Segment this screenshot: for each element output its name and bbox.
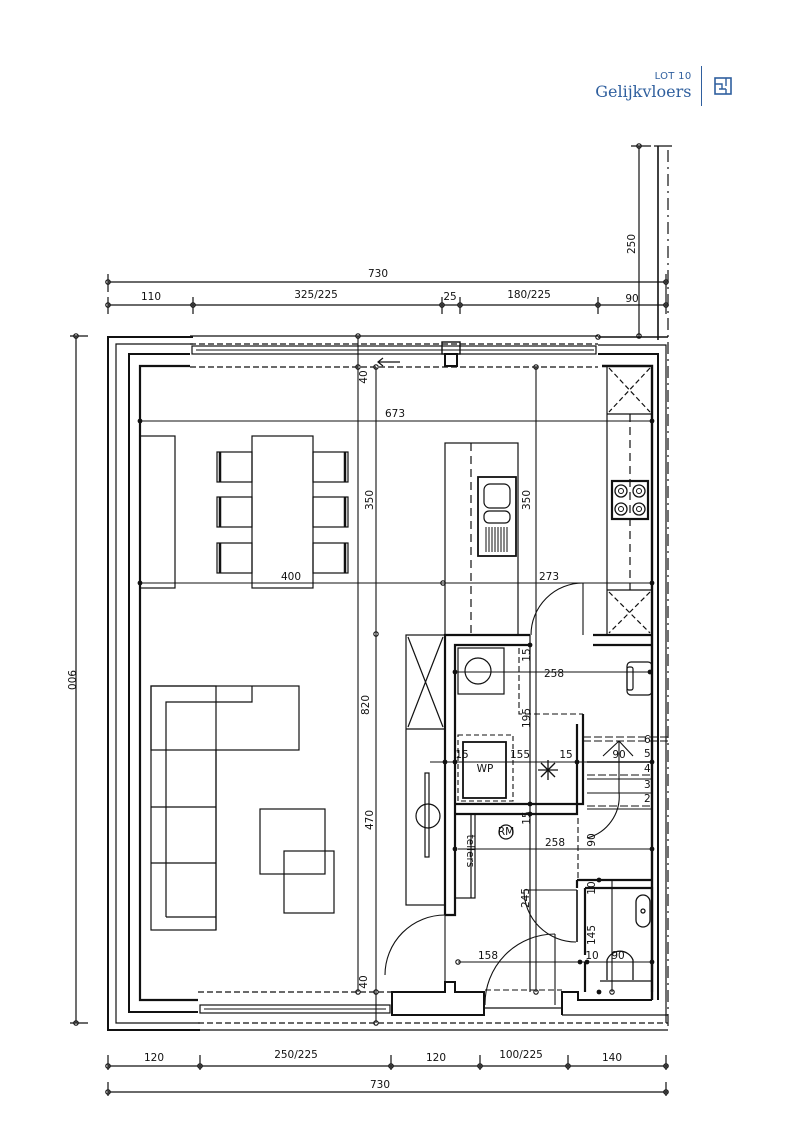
corner-sofa <box>150 685 300 931</box>
meters-label: tellers <box>464 835 476 868</box>
cooktop-icon <box>610 479 650 521</box>
freezer-icon <box>538 760 558 780</box>
washing-machine <box>457 647 505 695</box>
header-divider <box>700 66 702 106</box>
dim-entry-245: 245 <box>520 888 532 908</box>
smoke-detector-icon <box>498 824 514 840</box>
dim-hall-wall: 15 <box>521 811 533 824</box>
meter-cabinet <box>454 813 476 899</box>
dim-bottom-seg-4: 100/225 <box>499 1049 543 1061</box>
sink-icon <box>477 476 517 557</box>
right-dimensions <box>631 143 672 1030</box>
stair-step-3: 3 <box>644 779 651 791</box>
dim-bottom-seg-2: 250/225 <box>274 1049 318 1061</box>
dim-top-seg-1: 110 <box>141 291 161 303</box>
dimension-dots <box>137 418 655 995</box>
dim-depth-820: 820 <box>360 695 372 715</box>
stair-step-2: 2 <box>644 793 651 805</box>
dim-utility-155: 155 <box>510 749 530 761</box>
closet-door <box>523 889 578 943</box>
kitchen-door <box>530 582 584 636</box>
dim-hall-door-90: 90 <box>586 833 598 846</box>
coffee-tables <box>259 808 335 914</box>
front-door <box>484 933 562 1006</box>
dim-top-seg-5: 90 <box>625 293 638 305</box>
dim-utility-wall-top: 15 <box>521 648 533 661</box>
kitchen-counter <box>606 365 653 636</box>
dim-wc-wall-10: 10 <box>586 881 598 894</box>
left-dimension <box>70 333 88 1026</box>
heat-pump-label: WP <box>477 763 494 775</box>
interior-walls <box>443 633 654 992</box>
dim-wc-wall-10b: 10 <box>585 950 598 962</box>
smoke-detector-label: RM <box>498 826 514 838</box>
dim-left-900: 900 <box>65 670 77 690</box>
stair-step-6: 6 <box>644 734 651 746</box>
sideboard <box>139 435 176 589</box>
heat-pump-unit <box>457 734 514 802</box>
dim-wc-145: 145 <box>586 925 598 945</box>
dim-utility-195: 195 <box>521 708 533 728</box>
dim-top-seg-3: 25 <box>443 291 456 303</box>
dim-bottom-seg-5: 140 <box>602 1052 622 1064</box>
plan-header: LOT 10 Gelijkvloers <box>595 66 732 106</box>
dim-dining-400: 400 <box>281 571 301 583</box>
staircase <box>577 736 668 880</box>
dim-sill-top: 40 <box>358 370 370 383</box>
dim-top-seg-4: 180/225 <box>507 289 551 301</box>
dim-bottom-seg-1: 120 <box>144 1052 164 1064</box>
direction-arrow-icon <box>377 357 400 367</box>
dining-table <box>216 435 349 589</box>
dim-wc-90: 90 <box>611 950 624 962</box>
wc-hand-basin <box>635 894 651 928</box>
dim-utility-wall-left: 15 <box>455 749 468 761</box>
floor-label: Gelijkvloers <box>595 82 692 101</box>
dim-kitchen-350: 350 <box>521 490 533 510</box>
dim-kitchen-273: 273 <box>539 571 559 583</box>
dim-utility-wall-right: 15 <box>559 749 572 761</box>
stair-step-5: 5 <box>644 748 651 760</box>
utility-closet-outline <box>518 648 583 715</box>
top-dimensions <box>105 274 669 314</box>
kitchen-island <box>444 442 519 636</box>
living-door <box>384 914 446 992</box>
dim-hall-258: 258 <box>545 837 565 849</box>
interior-dimension-lines <box>140 333 652 1026</box>
header-text: LOT 10 Gelijkvloers <box>595 71 691 101</box>
dim-bottom-total: 730 <box>370 1079 390 1091</box>
tv-cabinet <box>405 634 446 906</box>
utility-sink-icon <box>626 661 653 696</box>
lot-label: LOT 10 <box>654 71 692 82</box>
dim-utility-258: 258 <box>544 668 564 680</box>
dim-living-470: 470 <box>364 810 376 830</box>
dim-sill-bottom: 40 <box>358 975 370 988</box>
stair-step-4: 4 <box>644 763 651 775</box>
dim-top-total: 730 <box>368 268 388 280</box>
floorplan-icon <box>714 77 732 95</box>
dim-dining-350: 350 <box>364 490 376 510</box>
dim-right-250: 250 <box>626 234 638 254</box>
dim-width-673: 673 <box>385 408 405 420</box>
bottom-dimensions <box>105 1055 669 1096</box>
dim-bottom-seg-3: 120 <box>426 1052 446 1064</box>
dim-entry-158: 158 <box>478 950 498 962</box>
dim-top-seg-2: 325/225 <box>294 289 338 301</box>
stair-step-numbers: 2 3 4 5 6 <box>644 734 651 805</box>
toilet-icon <box>600 950 652 982</box>
